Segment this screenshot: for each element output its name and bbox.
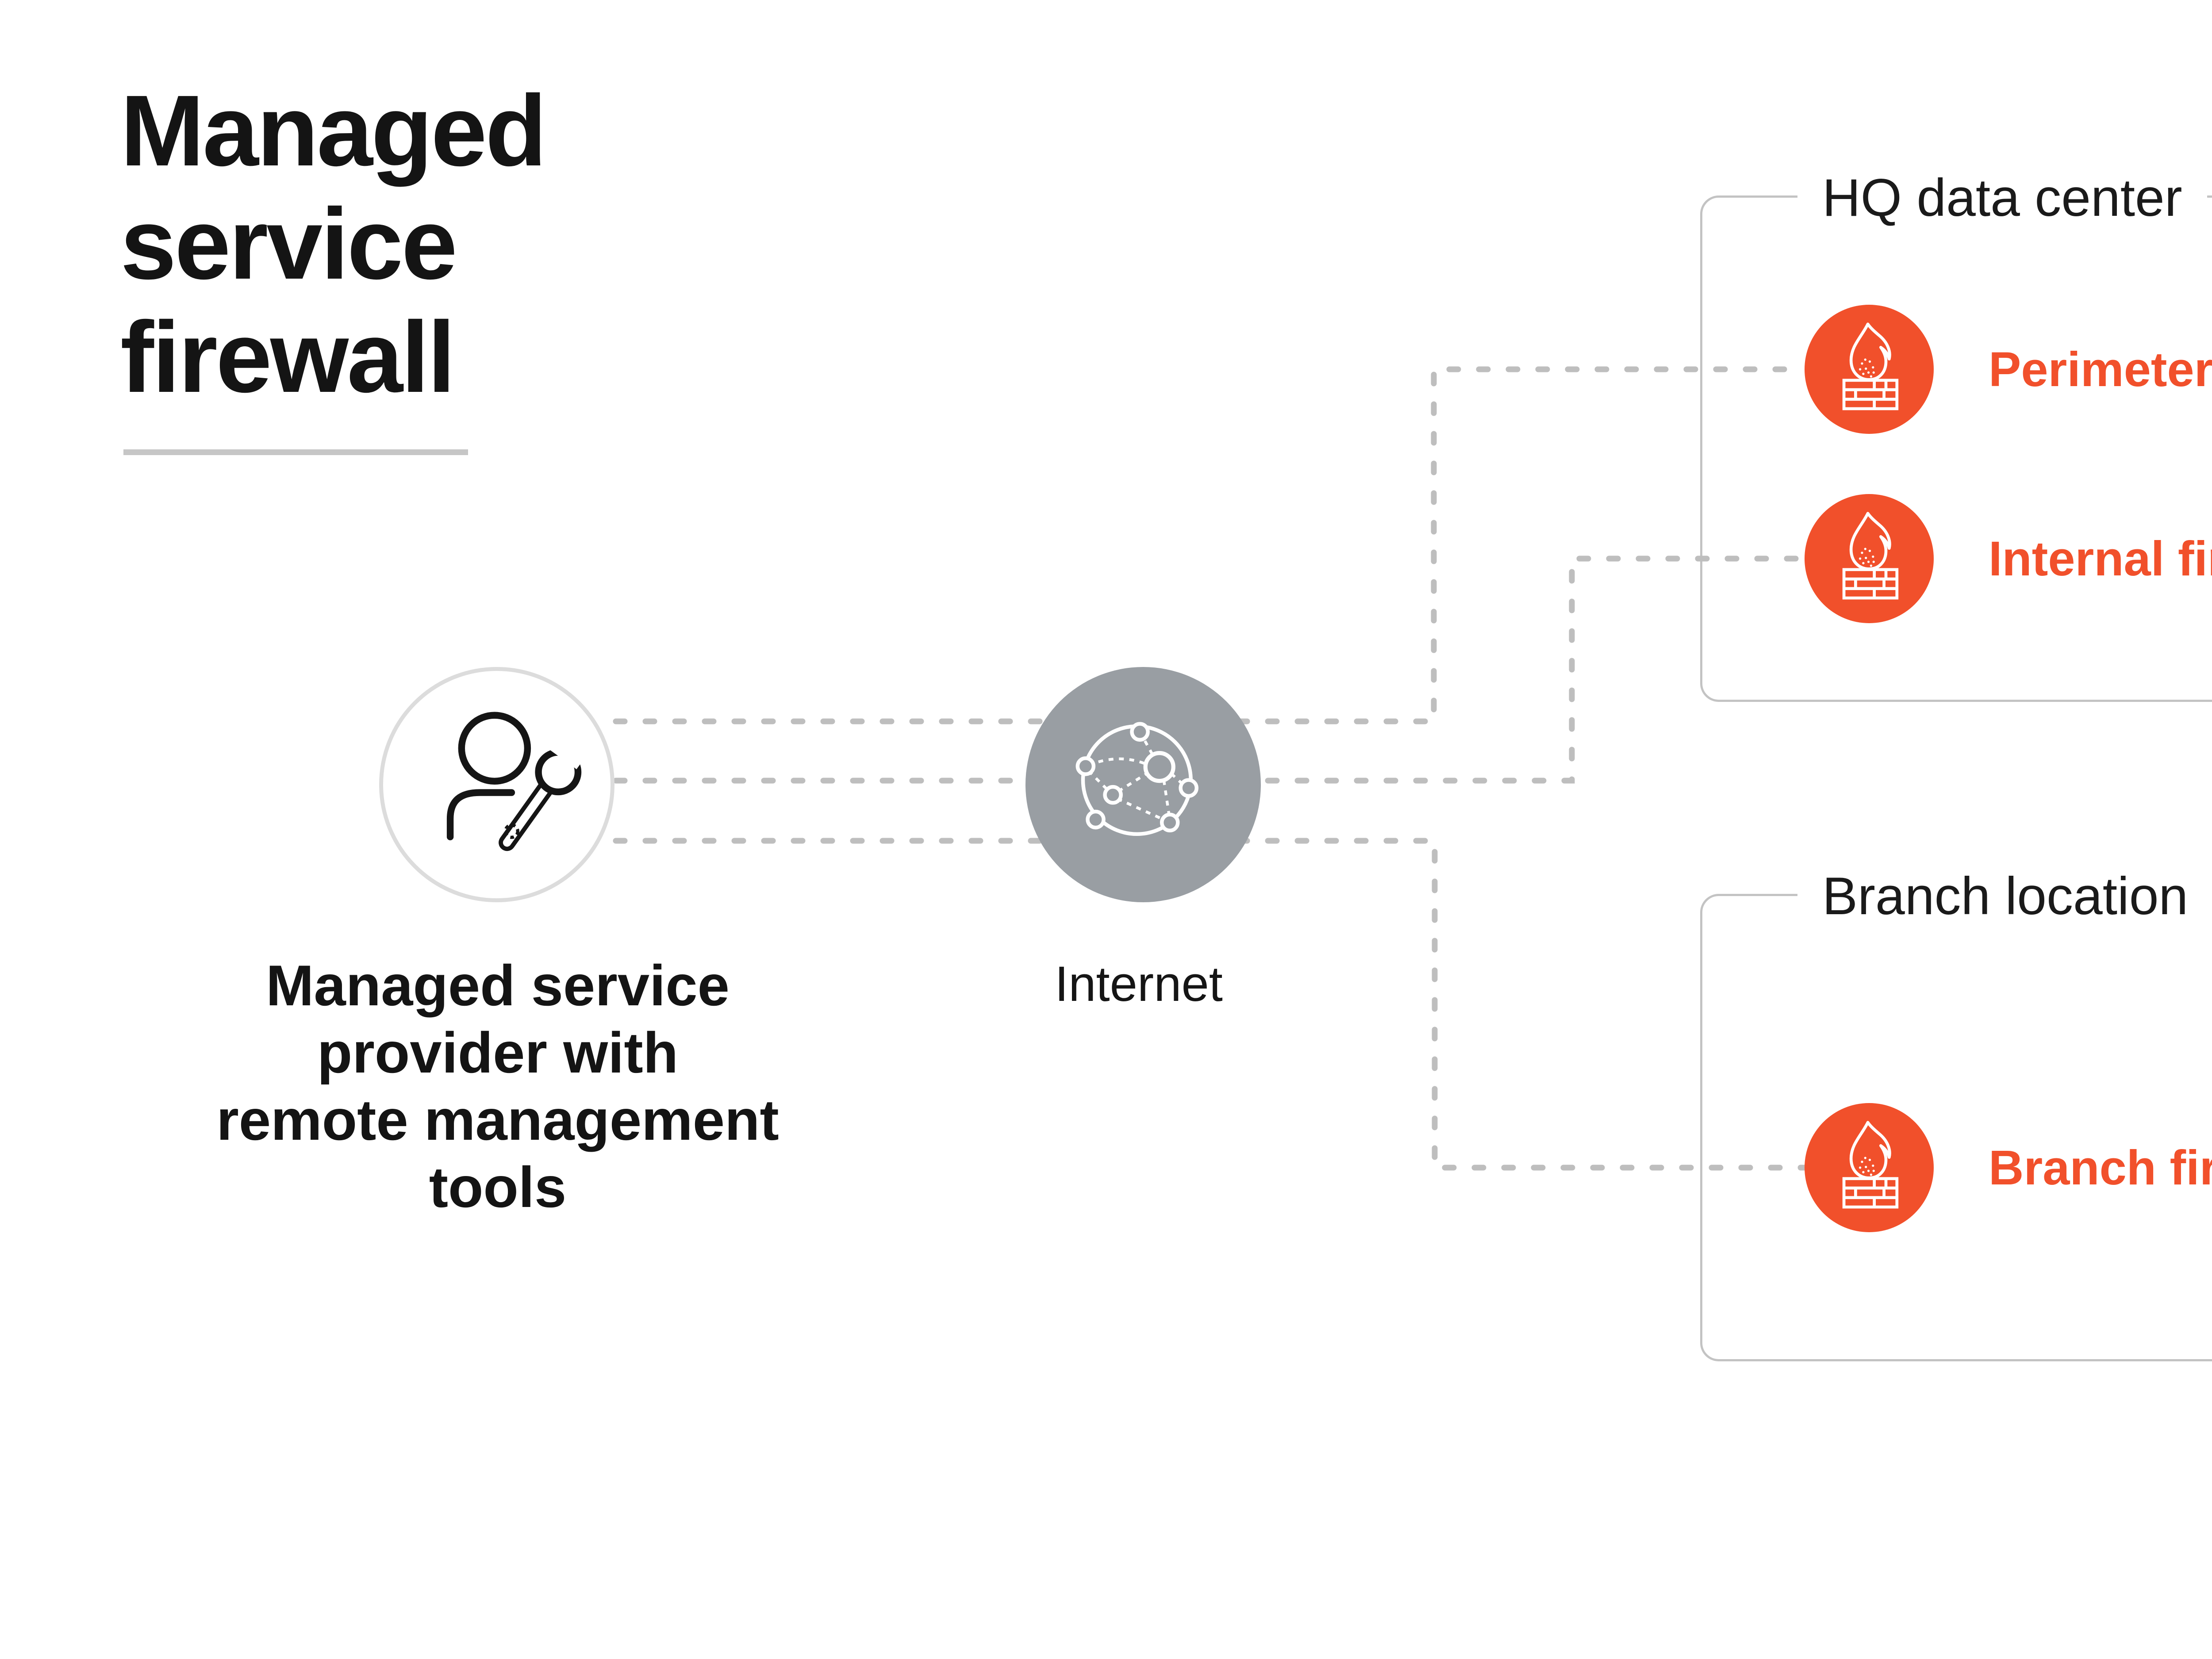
provider-caption: Managed service provider with remote man… xyxy=(204,952,792,1221)
internet-label: Internet xyxy=(1055,956,1223,1011)
flame-speckles xyxy=(1859,1157,1875,1176)
branch-firewalls-label: Branch firewalls xyxy=(1989,1140,2212,1195)
title-underline-divider xyxy=(123,449,468,455)
group-label-hq: HQ data center xyxy=(1797,169,2207,227)
page-title: Managed service firewall xyxy=(120,75,547,414)
row-internal-firewalls: Internal firewalls xyxy=(1805,494,2212,623)
firewall-icon xyxy=(1805,1103,1934,1232)
internet-node xyxy=(1025,667,1261,902)
internal-firewalls-label: Internal firewalls xyxy=(1989,531,2212,586)
firewall-icon xyxy=(1805,494,1934,623)
flame-speckles xyxy=(1859,548,1875,567)
person-with-wrench-icon xyxy=(446,712,591,851)
group-box-branch-location: Branch location xyxy=(1700,867,2212,1361)
provider-caption-line: remote management xyxy=(216,1088,779,1152)
row-perimeter-firewalls: Perimeter firewalls xyxy=(1805,305,2212,434)
internet-network-icon xyxy=(1075,722,1198,836)
perimeter-firewalls-label: Perimeter firewalls xyxy=(1989,342,2212,397)
provider-caption-line: provider with xyxy=(317,1020,679,1085)
group-label-branch: Branch location xyxy=(1797,867,2212,925)
flame-speckles xyxy=(1859,358,1875,378)
connector-provider-to-branch xyxy=(613,838,1807,1171)
provider-caption-line: Managed service xyxy=(266,953,730,1018)
managed-service-provider-node xyxy=(379,667,614,902)
provider-caption-line: tools xyxy=(429,1155,567,1219)
firewall-icon xyxy=(1805,305,1934,434)
group-box-hq-data-center: HQ data center xyxy=(1700,169,2212,702)
row-branch-firewalls: Branch firewalls xyxy=(1805,1103,2212,1232)
